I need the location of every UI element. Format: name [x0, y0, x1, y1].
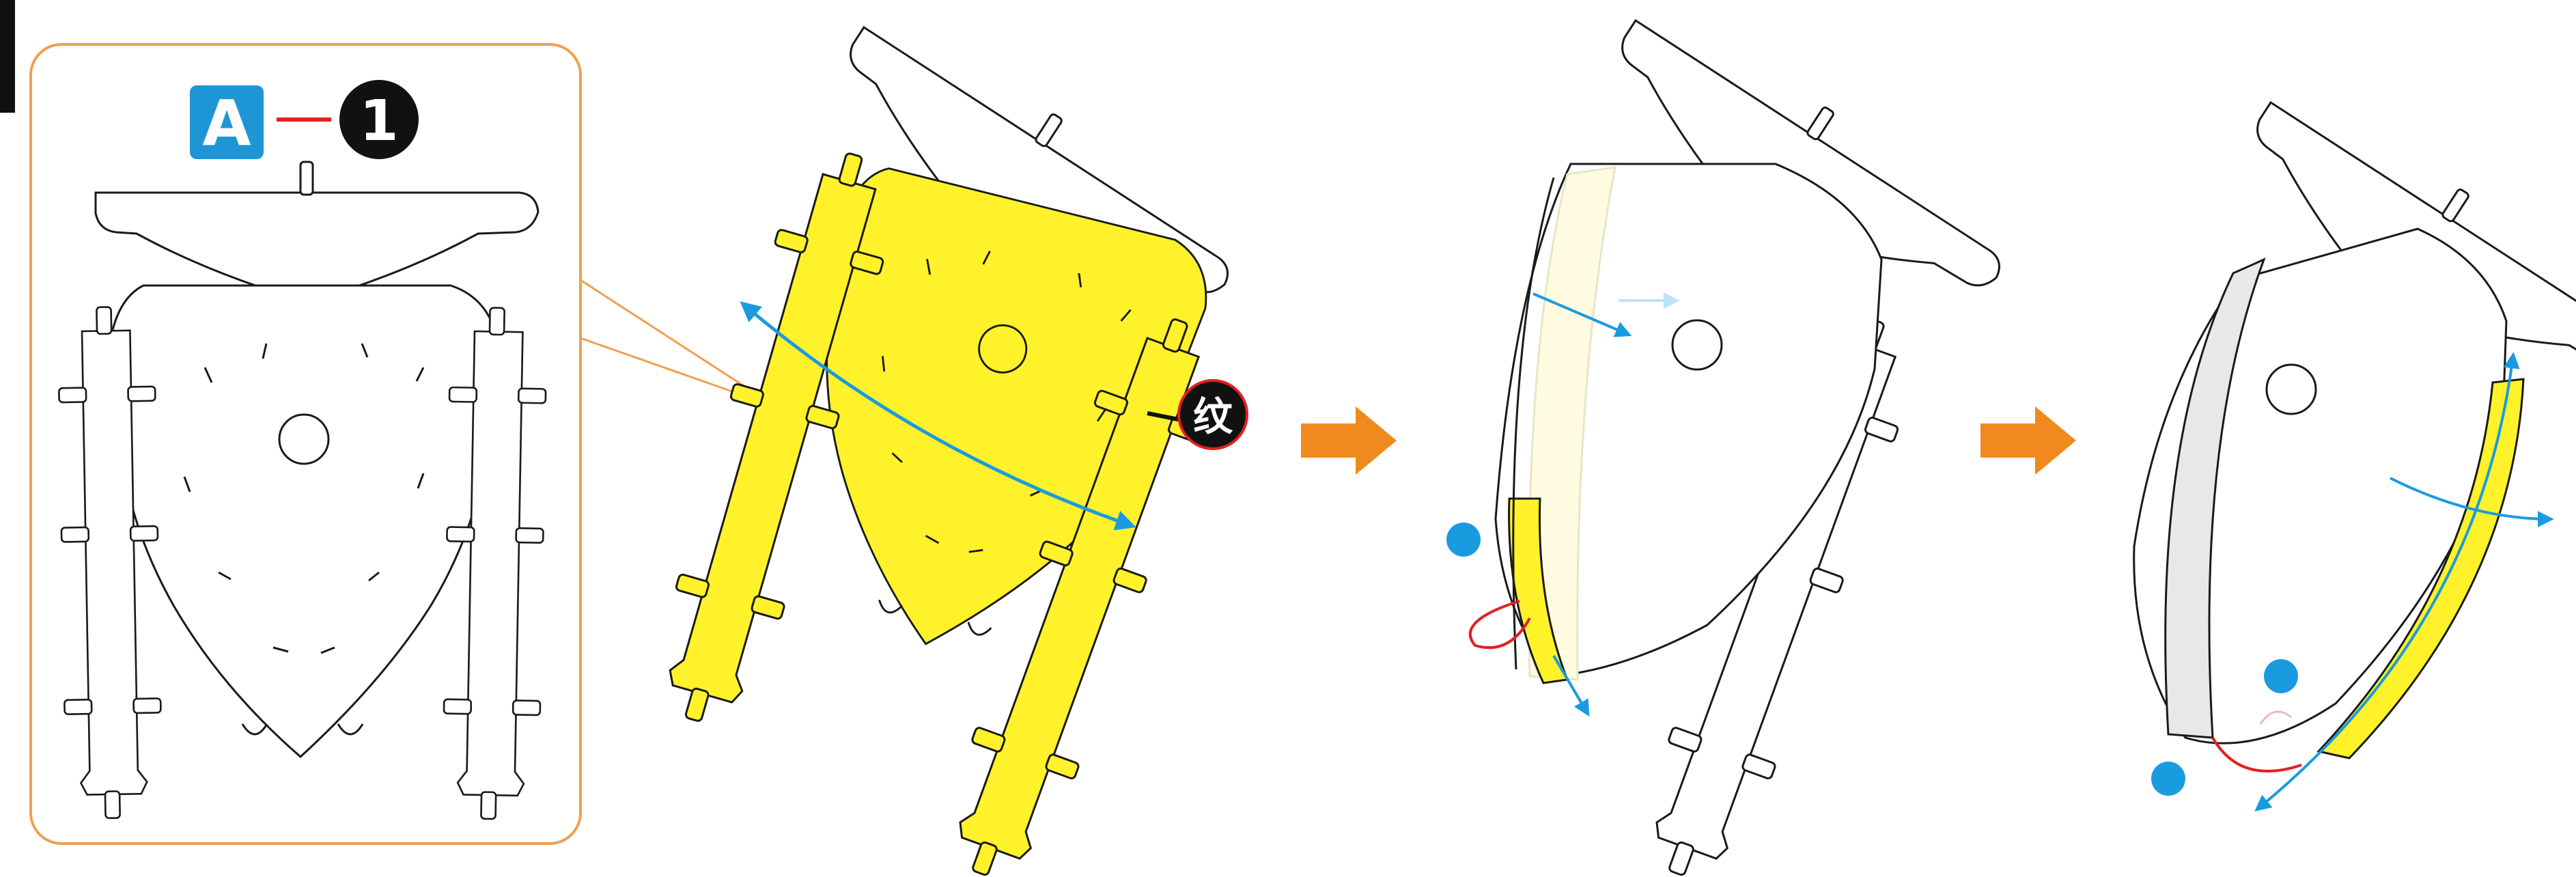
step-2-fold	[1446, 0, 2024, 877]
fold-dot-icon	[2264, 659, 2298, 693]
sheet-number: 1	[359, 89, 398, 154]
fold-dot-icon	[2151, 762, 2185, 796]
parts-sheet-callout: A 1	[31, 44, 765, 844]
page-edge-mark	[0, 0, 15, 113]
step-3-fold	[2134, 76, 2576, 809]
right-arrow-icon	[1980, 406, 2076, 475]
right-arrow-icon	[1301, 406, 1397, 475]
step-1-parts: 纹	[643, 1, 1252, 877]
callout-leader-top	[580, 280, 765, 400]
part-mark: 纹	[1193, 393, 1233, 440]
fold-dot-icon	[1446, 523, 1481, 557]
sheet-letter: A	[202, 87, 251, 160]
